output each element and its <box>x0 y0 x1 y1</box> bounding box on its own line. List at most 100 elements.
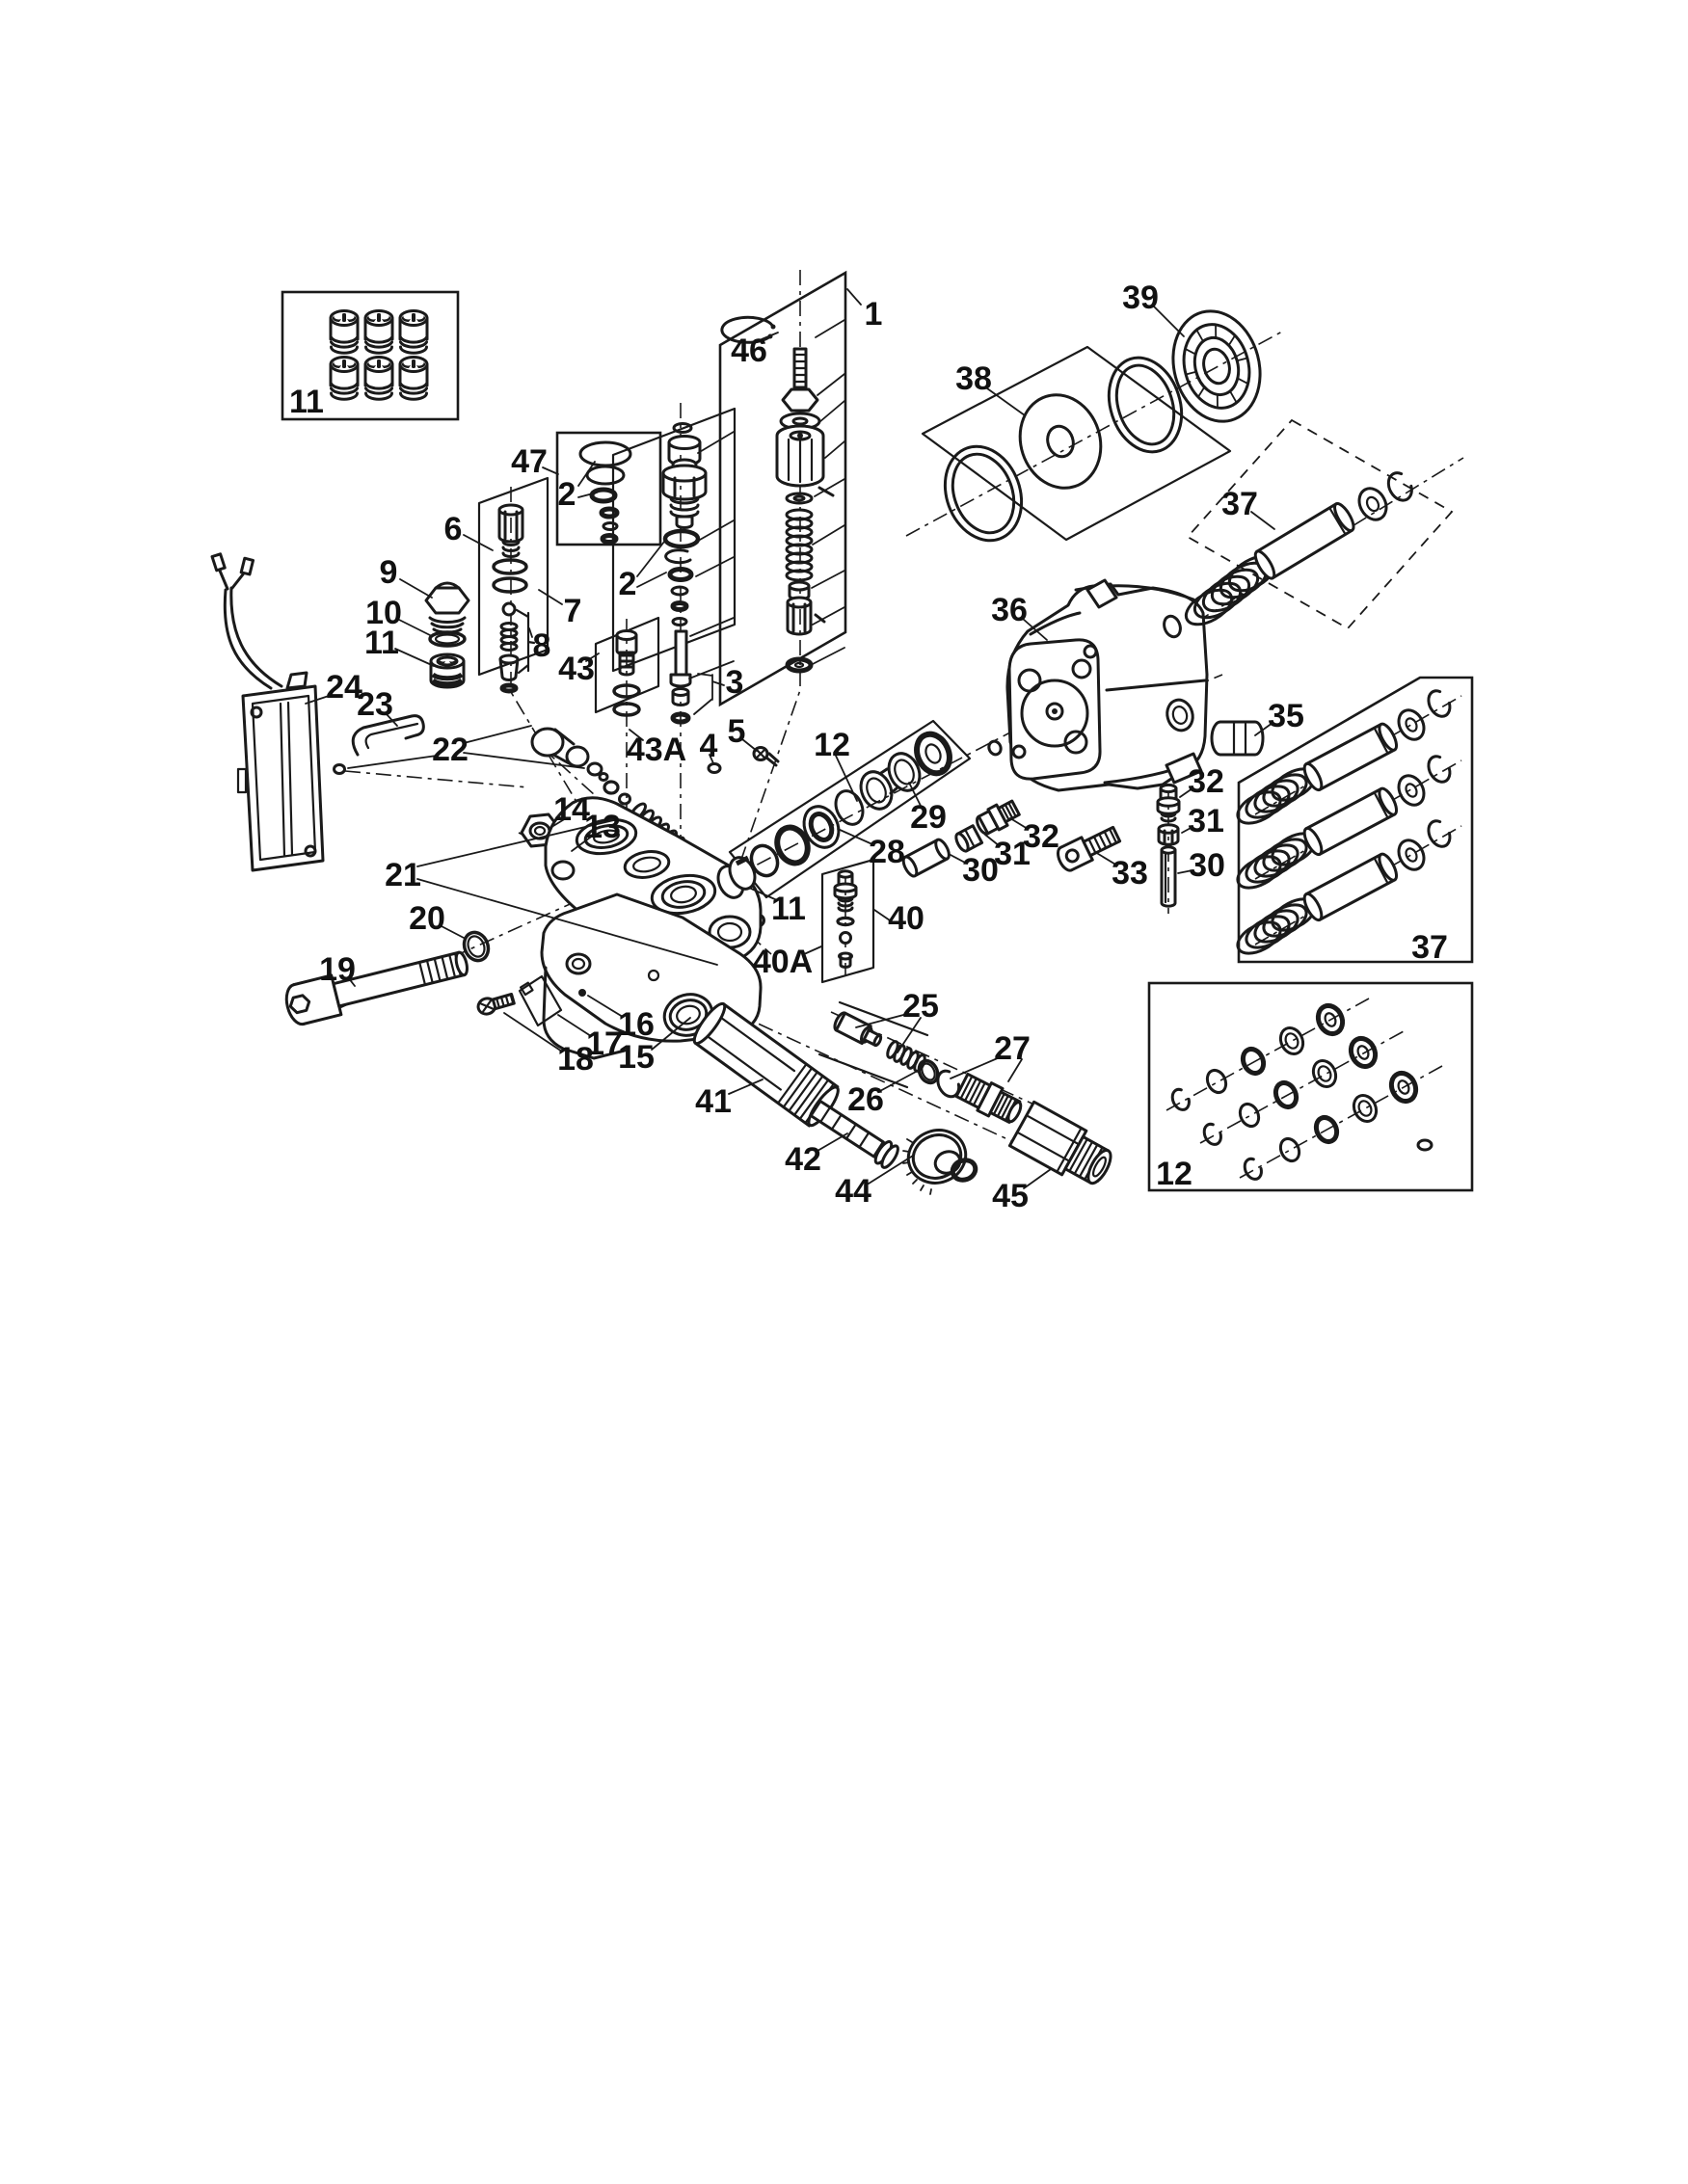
thrust-washer <box>1018 393 1103 490</box>
nozzle-icon <box>329 309 360 355</box>
washer-set-38 <box>943 356 1184 543</box>
part-label-21: 21 <box>385 857 421 893</box>
ring <box>671 617 688 626</box>
kit-boxes <box>281 270 1474 1192</box>
mount-lug <box>1085 578 1118 609</box>
plug-35 <box>1210 720 1265 757</box>
mount-lug <box>1165 752 1203 785</box>
seal-row <box>1202 1035 1379 1146</box>
part-label-10: 10 <box>365 595 402 631</box>
o-ring-small <box>987 739 1003 757</box>
piston <box>1302 722 1399 792</box>
side-port <box>1166 698 1194 732</box>
clip-23 <box>351 714 425 757</box>
screw-18 <box>476 992 516 1016</box>
part-label-1: 1 <box>865 296 883 333</box>
part-label-14: 14 <box>553 791 590 828</box>
valve-11 <box>429 653 466 689</box>
part-label-5: 5 <box>728 713 746 750</box>
o-ring <box>492 558 528 575</box>
part-label-3: 3 <box>726 664 744 701</box>
part-label-22: 22 <box>432 732 469 768</box>
piston-kit-box-37 <box>1237 676 1474 964</box>
springs <box>1236 767 1317 955</box>
valve-column-outline-2 <box>611 407 737 673</box>
seal <box>774 824 811 866</box>
coupler-27 <box>954 1072 1023 1124</box>
fitting-outline-40 <box>820 858 875 984</box>
part-label-30-left: 30 <box>962 852 999 889</box>
valve-body <box>775 424 835 497</box>
part-label-26: 26 <box>847 1081 884 1118</box>
piston <box>1253 501 1355 580</box>
o-ring <box>950 1158 978 1183</box>
part-label-box-11: 11 <box>289 384 324 420</box>
stud <box>792 347 808 389</box>
o-ring <box>749 843 780 878</box>
bearing-39 <box>1171 309 1262 423</box>
ball <box>839 931 852 945</box>
o-ring <box>834 789 865 826</box>
part-label-31-right: 31 <box>1188 803 1224 839</box>
part-label-39: 39 <box>1122 280 1159 316</box>
valve-assembly-6 <box>492 503 536 694</box>
pin-16 <box>578 989 586 997</box>
o-ring <box>612 683 641 699</box>
pin-small <box>814 613 826 624</box>
thermal-valve-43 <box>612 629 641 717</box>
part-label-6: 6 <box>444 511 463 547</box>
piston-25 <box>833 1011 883 1048</box>
o-ring-20 <box>462 930 491 963</box>
valve-6 <box>497 503 524 558</box>
part-label-41: 41 <box>695 1083 732 1120</box>
ring <box>670 585 689 597</box>
part-label-44: 44 <box>835 1173 871 1210</box>
tube-30-right <box>1160 845 1177 908</box>
part-label-32-right: 32 <box>1188 763 1224 800</box>
part-label-2: 2 <box>619 566 637 602</box>
pressure-switch-24 <box>210 552 425 872</box>
spool-22 <box>530 727 609 782</box>
o-ring-top <box>672 422 693 434</box>
part-label-47: 47 <box>511 443 548 480</box>
nut <box>781 387 819 413</box>
part-label-9: 9 <box>380 554 398 591</box>
plate-17 <box>518 974 563 1027</box>
sleeve <box>786 596 826 636</box>
o-ring <box>612 702 641 717</box>
seal-28 <box>802 805 841 849</box>
head-ports <box>550 817 752 949</box>
spring-8 <box>499 622 519 652</box>
seal-kit-box-12 <box>1147 981 1474 1192</box>
part-label-43: 43 <box>558 651 595 687</box>
part-label-35: 35 <box>1268 698 1304 734</box>
washer-4 <box>707 762 722 774</box>
valve-cartridge <box>661 435 708 529</box>
part-label-37-box: 37 <box>1411 929 1448 966</box>
part-label-2-kit: 2 <box>558 476 576 513</box>
support-ring <box>859 767 894 811</box>
oring-kit-47 <box>578 440 632 545</box>
screw-5-washer-4 <box>707 746 780 774</box>
piston <box>1302 852 1399 922</box>
o-ring-large <box>662 528 701 549</box>
nozzle-set-11 <box>329 309 429 401</box>
seal-retainer-11 <box>716 855 757 899</box>
part-label-40A: 40A <box>753 944 813 980</box>
adapter-45 <box>1007 1100 1112 1185</box>
bolt-boss <box>565 952 592 975</box>
cable <box>223 586 283 690</box>
o-ring <box>492 576 528 594</box>
part-label-36: 36 <box>991 592 1028 628</box>
washer-small <box>785 492 814 505</box>
ball-7 <box>501 601 517 617</box>
ring <box>670 600 689 612</box>
valve-seat-8 <box>498 653 520 681</box>
piston-kit-37-top <box>1184 471 1413 626</box>
o-ring-small <box>1416 1138 1433 1152</box>
terminal <box>210 552 227 573</box>
ball <box>333 763 346 775</box>
o-ring <box>836 916 855 927</box>
